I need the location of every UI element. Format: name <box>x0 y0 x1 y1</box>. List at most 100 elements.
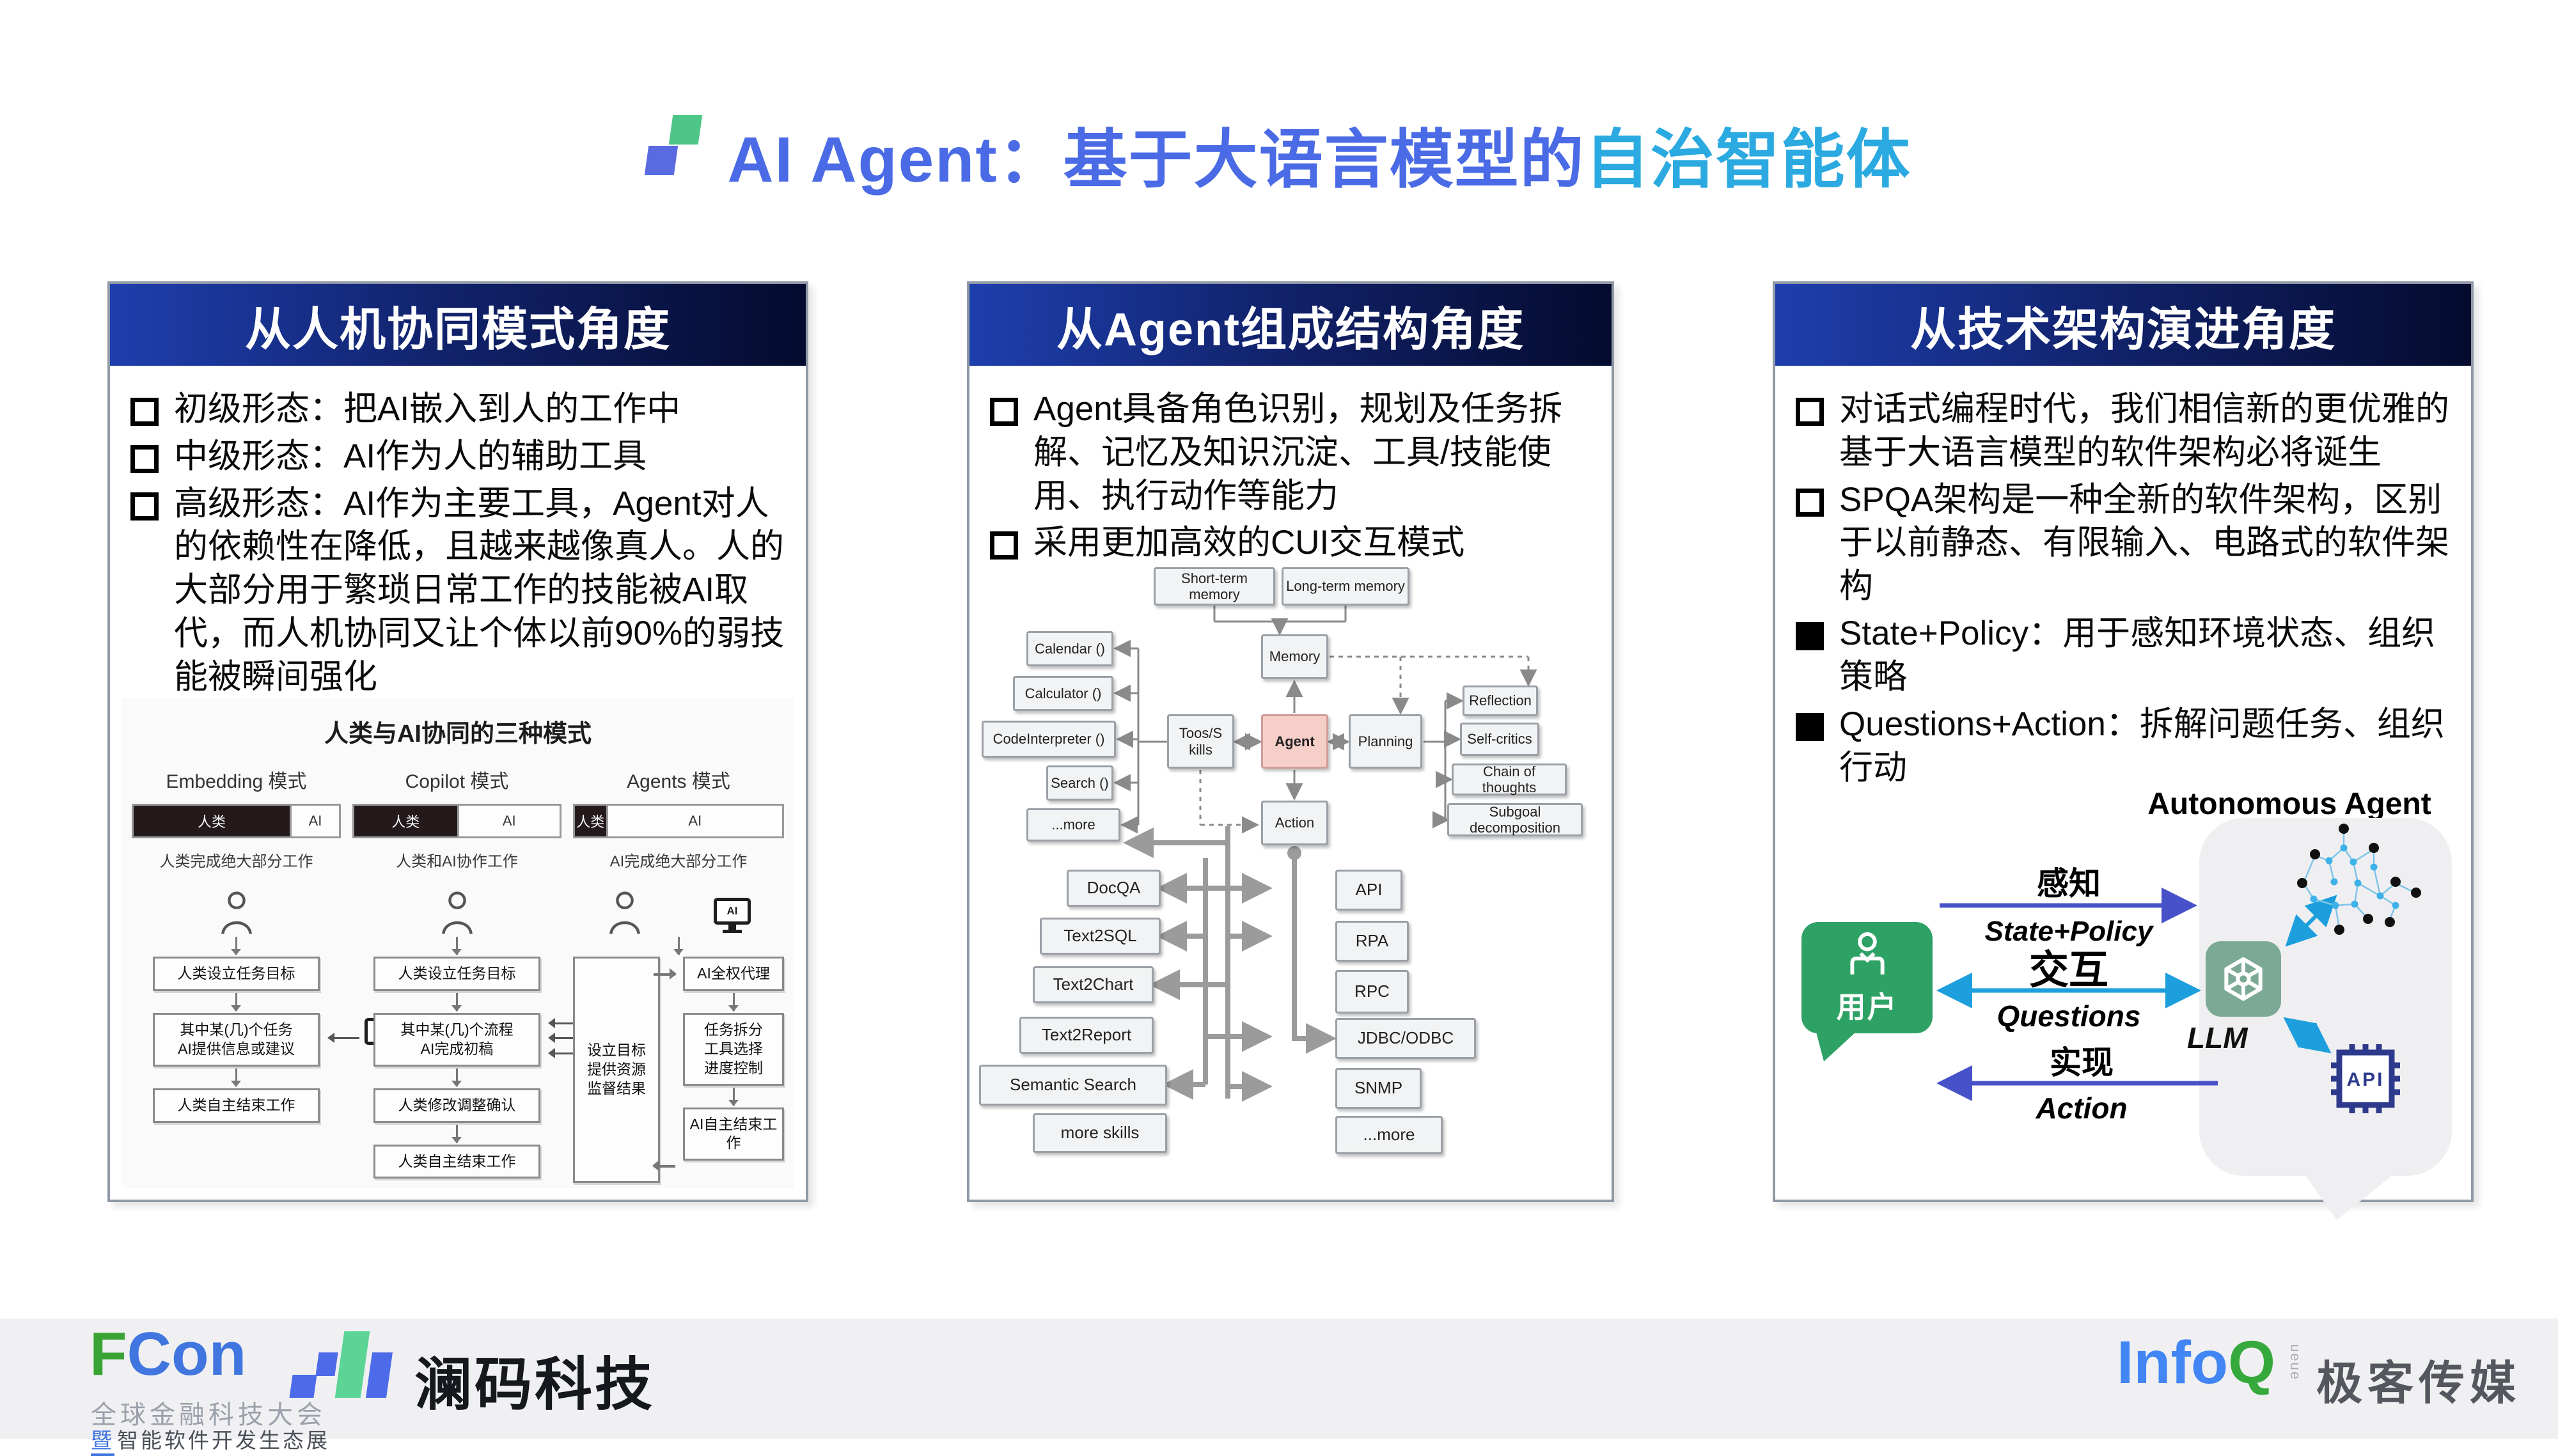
node-agent: Agent <box>1261 714 1328 769</box>
bullet-text: 采用更加高效的CUI交互模式 <box>1033 524 1465 562</box>
flow3-en-label: Action <box>2036 1092 2128 1125</box>
infoq-logo: InfoQ <box>2117 1333 2275 1393</box>
ai-monitor-icon: AI <box>714 898 751 935</box>
infoq-queue-text: ueue <box>2287 1344 2303 1381</box>
neural-network-icon <box>2297 824 2421 935</box>
flow-box: 人类自主结束工作 <box>373 1144 541 1179</box>
panel3-bullets: 对话式编程时代，我们相信新的更优雅的基于大语言模型的软件架构必将诞生 SPQA架… <box>1775 366 2471 789</box>
ai-segment: AI <box>289 806 339 836</box>
hollow-square-bullet-icon <box>990 398 1018 426</box>
user-bubble-tail <box>1816 1032 1856 1061</box>
agents-flow: 设立目标 提供资源 监督结果 AI全权代理 任务拆分 工具选择 进度控制 AI自… <box>573 957 784 1183</box>
down-arrow-icon <box>451 1068 462 1087</box>
mode-label: Copilot 模式 <box>405 771 509 792</box>
bullet-item: SPQA架构是一种全新的软件架构，区别于以前静态、有限输入、电路式的软件架构 <box>1792 478 2453 608</box>
lanma-logo-icon <box>289 1319 419 1439</box>
human-ai-ratio-bar: 人类 AI <box>352 804 561 838</box>
slide-logo-icon <box>645 110 705 198</box>
node-protocol-snmp: SNMP <box>1335 1068 1422 1109</box>
node-protocol-jdbc-odbc: JDBC/ODBC <box>1335 1018 1476 1059</box>
hollow-square-bullet-icon <box>1796 398 1824 426</box>
flow2-en-label: Questions <box>1997 999 2141 1033</box>
left-arrow-icon <box>652 1160 675 1171</box>
node-protocol-api: API <box>1335 870 1402 911</box>
flow-box: 其中某(几)个任务 AI提供信息或建议 <box>152 1012 320 1067</box>
flow-box: AI全权代理 <box>683 957 784 991</box>
bullet-text: SPQA架构是一种全新的软件架构，区别于以前静态、有限输入、电路式的软件架构 <box>1839 480 2449 606</box>
logo-green-square <box>669 114 703 145</box>
diagram-connectors <box>1113 606 1537 1102</box>
icons-row <box>132 880 341 935</box>
agent-bubble-tail <box>2303 1173 2396 1220</box>
panel2-bullets: Agent具备角色识别，规划及任务拆解、记忆及知识沉淀、工具/技能使用、执行动作… <box>969 366 1612 565</box>
api-chip-label: API <box>2346 1069 2384 1090</box>
bullet-item: 高级形态：AI作为主要工具，Agent对人的依赖性在降低，且越来越像真人。人的大… <box>127 482 788 699</box>
bullet-text: 对话式编程时代，我们相信新的更优雅的基于大语言模型的软件架构必将诞生 <box>1839 390 2449 471</box>
flow-box: 人类自主结束工作 <box>152 1088 320 1123</box>
node-skill-docqa: DocQA <box>1067 870 1161 907</box>
person-icon <box>439 890 476 935</box>
node-search-tool: Search () <box>1046 765 1113 801</box>
bar-caption: 人类和AI协作工作 <box>396 853 518 870</box>
title-primary: AI Agent：基于大语言模型的 <box>727 124 1585 196</box>
node-skill-text2chart: Text2Chart <box>1033 966 1154 1003</box>
node-tools-skills-hub: Toos/S kills <box>1167 714 1234 769</box>
human-ai-ratio-bar: 人类 AI <box>573 804 784 838</box>
down-arrow-icon <box>451 1124 462 1143</box>
node-short-term-memory: Short-term memory <box>1154 567 1275 606</box>
hollow-square-bullet-icon <box>130 398 159 426</box>
hollow-square-bullet-icon <box>130 444 159 473</box>
filled-square-bullet-icon <box>1796 712 1824 741</box>
supervisor-box: 设立目标 提供资源 监督结果 <box>573 957 660 1183</box>
agent-steps: AI全权代理 任务拆分 工具选择 进度控制 AI自主结束工作 <box>683 957 784 1183</box>
user-badge-icon <box>1849 932 1885 975</box>
node-skill-semantic-search: Semantic Search <box>979 1065 1167 1106</box>
logo-blue-square <box>645 145 679 175</box>
panel2-body: Agent具备角色识别，规划及任务拆解、记忆及知识沉淀、工具/技能使用、执行动作… <box>969 366 1612 1200</box>
panel2-header: 从Agent组成结构角度 <box>969 284 1612 366</box>
node-self-critics: Self-critics <box>1460 723 1539 756</box>
bullet-item: Questions+Action：拆解问题任务、组织行动 <box>1792 703 2453 790</box>
diagram-title: Autonomous Agent <box>2147 787 2431 821</box>
flow-box-with-ai: 其中某(几)个任务 AI提供信息或建议 AI <box>152 1012 402 1067</box>
flow-steps: 人类设立任务目标 其中某(几)个任务 AI提供信息或建议 AI 人类自主结束工作 <box>152 937 402 1123</box>
flow-box: 其中某(几)个流程 AI完成初稿 <box>373 1012 541 1067</box>
hollow-square-bullet-icon <box>990 531 1018 560</box>
node-calendar-tool: Calendar () <box>1026 631 1113 666</box>
bullet-item: Agent具备角色识别，规划及任务拆解、记忆及知识沉淀、工具/技能使用、执行动作… <box>986 387 1594 517</box>
geekmedia-text: 极客传媒 <box>2316 1358 2522 1409</box>
down-arrow-icon <box>451 937 462 955</box>
bullet-item: 初级形态：把AI嵌入到人的工作中 <box>127 387 788 431</box>
lanma-logo-text: 澜码科技 <box>414 1353 655 1417</box>
node-calculator-tool: Calculator () <box>1013 676 1113 711</box>
bullet-item: 采用更加高效的CUI交互模式 <box>986 521 1594 565</box>
fcon-tagline2-mark: 暨 <box>91 1429 114 1456</box>
autonomous-agent-diagram: Autonomous Agent 用户 <box>1778 783 2471 1220</box>
flow-box: 人类修改调整确认 <box>373 1088 541 1123</box>
node-skill-text2sql: Text2SQL <box>1040 918 1161 955</box>
footer-band: FCon 全球金融科技大会 暨智能软件开发生态展 澜码科技 InfoQ ueue… <box>0 1319 2558 1456</box>
flow-box: 人类设立任务目标 <box>152 957 320 991</box>
down-arrow-icon <box>451 992 462 1012</box>
flow-arrows <box>1936 888 2337 1101</box>
infoq-info: Info <box>2117 1329 2229 1397</box>
node-skill-text2report: Text2Report <box>1019 1017 1154 1054</box>
panel3-body: 对话式编程时代，我们相信新的更优雅的基于大语言模型的软件架构必将诞生 SPQA架… <box>1775 366 2471 1220</box>
panel-human-machine-collaboration: 从人机协同模式角度 初级形态：把AI嵌入到人的工作中 中级形态：AI作为人的辅助… <box>107 281 808 1202</box>
panel1-body: 初级形态：把AI嵌入到人的工作中 中级形态：AI作为人的辅助工具 高级形态：AI… <box>110 366 806 1200</box>
llm-label: LLM <box>2187 1021 2248 1054</box>
copilot-mode-column: Copilot 模式 人类 AI 人类和AI协作工作 人类设立任务目标 <box>352 765 623 1183</box>
bullet-text: 中级形态：AI作为人的辅助工具 <box>174 437 647 475</box>
node-action: Action <box>1261 801 1328 845</box>
fcon-logo: FCon <box>90 1324 246 1385</box>
bullet-item: 中级形态：AI作为人的辅助工具 <box>127 435 788 478</box>
llm-openai-icon <box>2206 941 2281 1017</box>
hollow-square-bullet-icon <box>130 492 159 521</box>
api-chip-icon: API <box>2327 1040 2405 1121</box>
human-ai-ratio-bar: 人类 AI <box>132 804 341 838</box>
flow1-cn-label: 感知 <box>2037 866 2101 902</box>
node-memory: Memory <box>1261 634 1328 679</box>
flow-box: 任务拆分 工具选择 进度控制 <box>683 1012 784 1086</box>
panel1-bullets: 初级形态：把AI嵌入到人的工作中 中级形态：AI作为人的辅助工具 高级形态：AI… <box>110 366 806 699</box>
bar-caption: 人类完成绝大部分工作 <box>159 853 313 870</box>
